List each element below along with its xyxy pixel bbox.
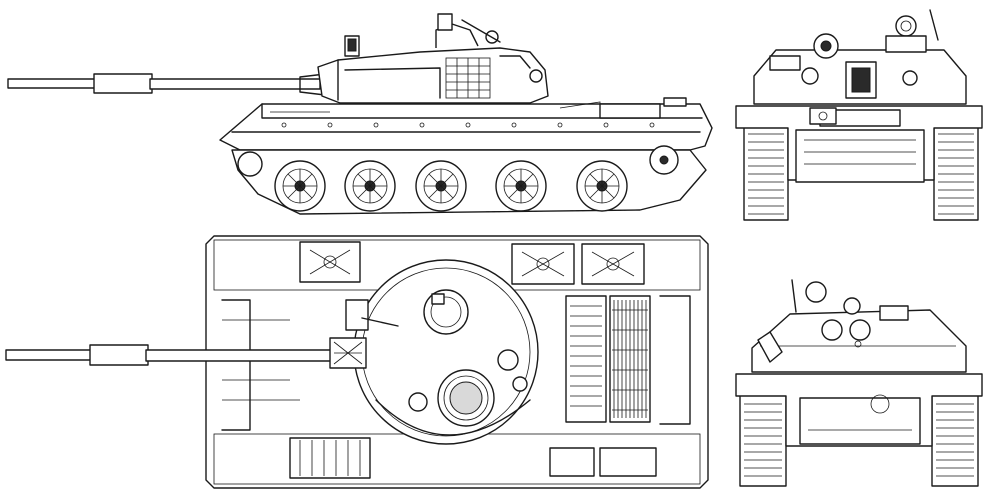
- road-wheel: [415, 160, 467, 212]
- side-machine-gun-mount: [437, 13, 453, 31]
- side-fender-bolts: [281, 122, 655, 128]
- front-left-track: [743, 119, 789, 221]
- road-wheel: [495, 160, 547, 212]
- rear-view: [735, 279, 983, 487]
- side-road-wheels: [237, 145, 679, 212]
- front-view: [735, 9, 983, 221]
- top-engine-grilles: [565, 295, 651, 423]
- side-turret: [317, 13, 549, 104]
- rear-turret: [751, 279, 967, 373]
- road-wheel: [274, 160, 326, 212]
- top-stowage-boxes: [289, 241, 657, 479]
- side-view: [7, 13, 713, 215]
- front-turret: [753, 9, 967, 105]
- top-view: [5, 235, 709, 489]
- side-reactive-armor-blocks: [445, 57, 491, 99]
- rear-cupola: [805, 281, 827, 303]
- top-rangefinder-port: [497, 349, 519, 371]
- side-gun-barrel: [7, 73, 326, 96]
- top-gun-barrel: [5, 344, 337, 366]
- side-idler-wheel: [237, 151, 263, 177]
- road-wheel: [344, 160, 396, 212]
- side-hull: [219, 97, 713, 151]
- road-wheel: [576, 160, 628, 212]
- rear-right-track: [931, 389, 979, 487]
- top-turret: [329, 259, 539, 445]
- front-right-track: [933, 119, 979, 221]
- top-commander-cupola: [437, 369, 495, 427]
- front-cupola-periscope: [895, 15, 917, 37]
- top-loader-hatch: [423, 289, 469, 335]
- rear-left-track: [739, 389, 787, 487]
